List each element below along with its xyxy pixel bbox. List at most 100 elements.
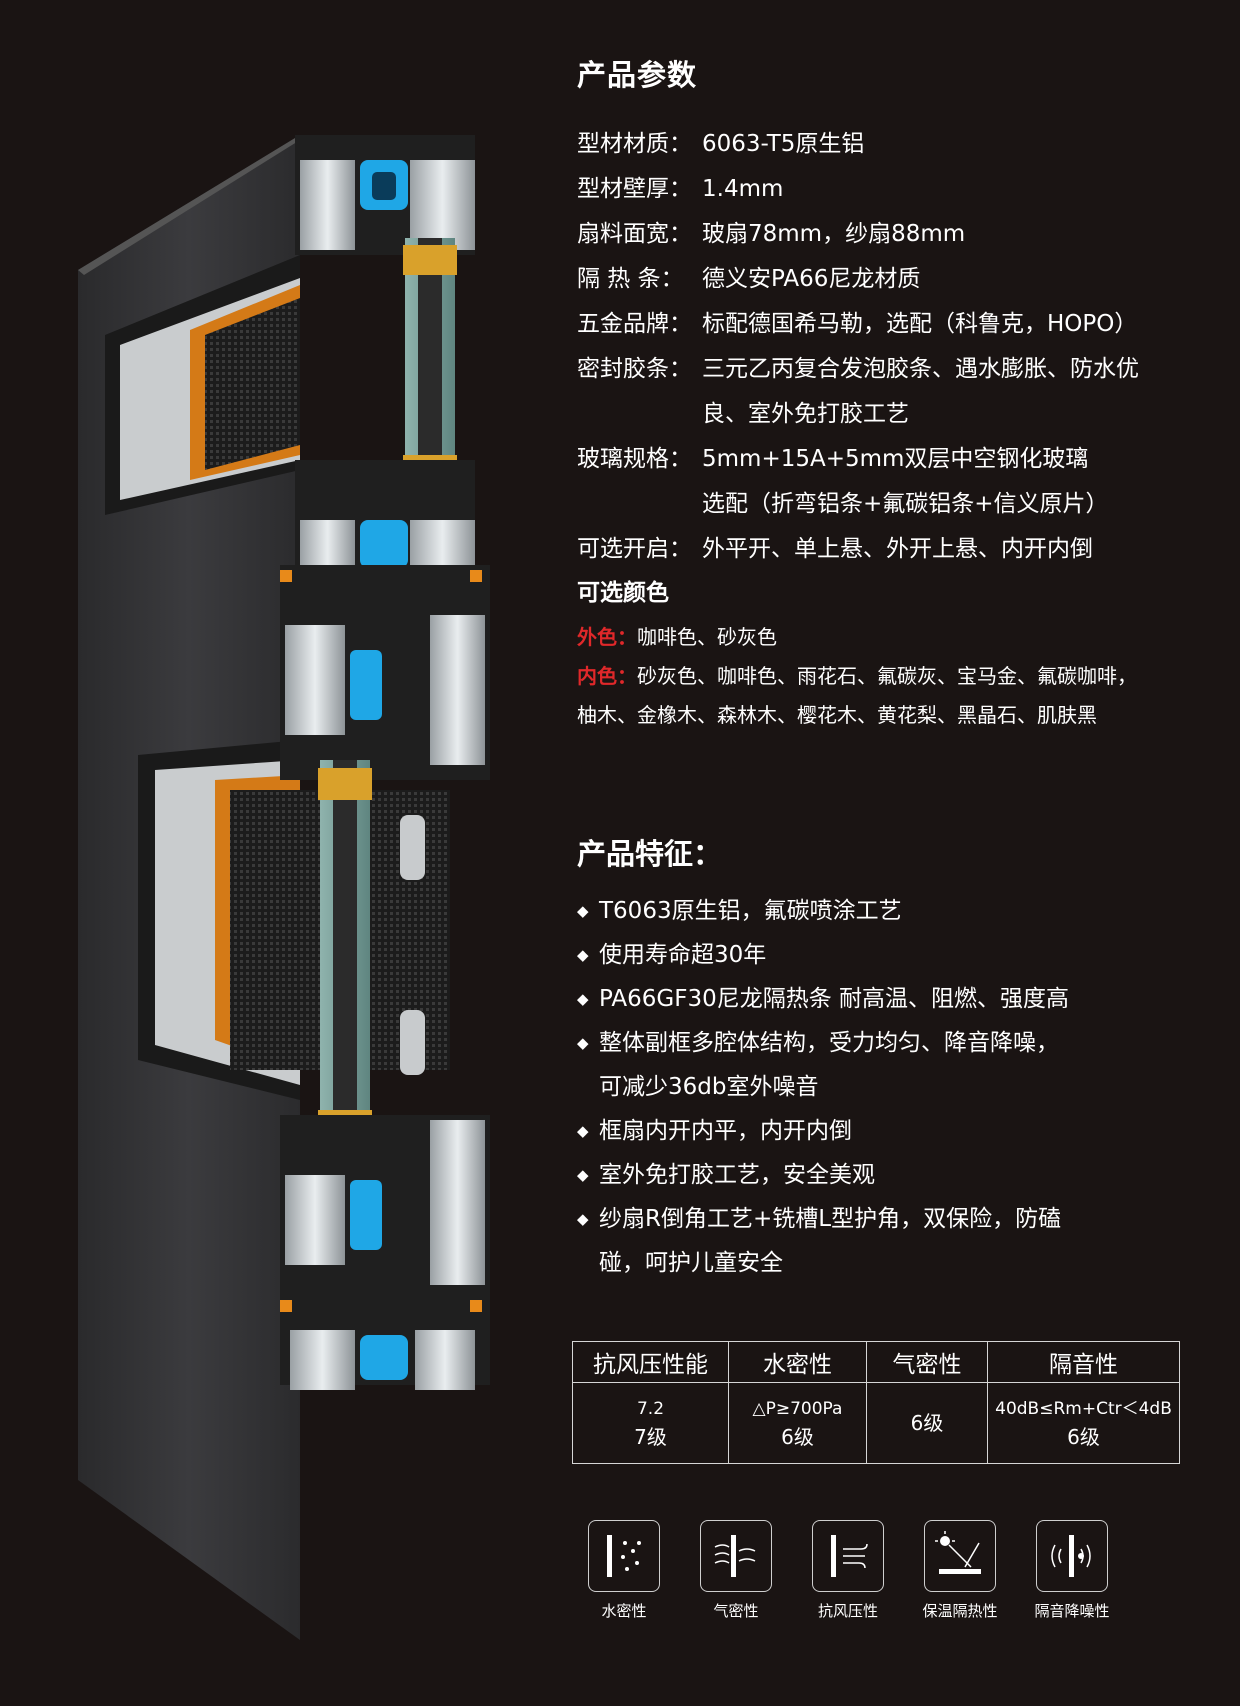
feature-text-cont: 碰，呵护儿童安全 [599, 1250, 783, 1276]
header-sound-insulation: 隔音性 [987, 1341, 1180, 1383]
icon-item: 气密性 [680, 1520, 792, 1621]
feature-text-cont: 可减少36db室外噪音 [599, 1074, 819, 1100]
icon-label: 隔音降噪性 [1034, 1602, 1110, 1620]
params-list: 型材材质： 6063-T5原生铝 型材壁厚： 1.4mm 扇料面宽： 玻扇78mm，纱… [577, 122, 1217, 572]
bullet-icon: ◆ [577, 1166, 589, 1184]
param-value: 标配德国希马勒，选配（科鲁克，HOPO） [702, 302, 1217, 347]
cell-value: △P≥700Pa [752, 1399, 843, 1419]
cell-grade: 6级 [1067, 1425, 1100, 1449]
heat-insulation-icon [924, 1520, 996, 1592]
colors-title: 可选颜色 [577, 580, 669, 606]
param-value-line: 1.4mm [702, 176, 784, 202]
feature-item: ◆ 室外免打胶工艺，安全美观 [577, 1153, 1217, 1197]
param-value-line: 德义安PA66尼龙材质 [702, 266, 921, 292]
outer-color-values: 咖啡色、砂灰色 [637, 625, 777, 649]
param-row: 扇料面宽： 玻扇78mm，纱扇88mm [577, 212, 1217, 257]
param-value-line: 外平开、单上悬、外开上悬、内开内倒 [702, 536, 1093, 562]
header-wind-pressure: 抗风压性能 [572, 1341, 729, 1383]
outer-color-label: 外色： [577, 625, 637, 649]
icon-label: 水密性 [601, 1602, 647, 1620]
performance-icons: 水密性 气密性 抗风压性 保温隔热性 隔音降噪性 [568, 1520, 1128, 1621]
feature-text: T6063原生铝，氟碳喷涂工艺 [599, 898, 902, 924]
feature-item: ◆ 整体副框多腔体结构，受力均匀、降音降噪， 可减少36db室外噪音 [577, 1021, 1217, 1109]
param-value: 1.4mm [702, 167, 1217, 212]
feature-item: ◆ 框扇内开内平，内开内倒 [577, 1109, 1217, 1153]
feature-text: 室外免打胶工艺，安全美观 [599, 1162, 875, 1188]
bullet-icon: ◆ [577, 902, 589, 920]
param-key: 密封胶条： [577, 356, 692, 382]
inner-color-label: 内色： [577, 664, 637, 688]
feature-item: ◆ PA66GF30尼龙隔热条 耐高温、阻燃、强度高 [577, 977, 1217, 1021]
window-profile-illustration [0, 0, 570, 1702]
params-title: 产品参数 [577, 58, 698, 92]
cell-value: 40dB≤Rm+Ctr＜4dB [995, 1399, 1172, 1419]
air-tight-icon [700, 1520, 772, 1592]
param-value: 5mm+15A+5mm双层中空钢化玻璃选配（折弯铝条+氟碳铝条+信义原片） [702, 437, 1217, 527]
sound-insulation-icon [1036, 1520, 1108, 1592]
table-header-row: 抗风压性能 水密性 气密性 隔音性 [572, 1341, 1180, 1383]
param-value-line: 选配（折弯铝条+氟碳铝条+信义原片） [702, 491, 1109, 517]
param-value-line: 玻扇78mm，纱扇88mm [702, 221, 966, 247]
param-row: 密封胶条： 三元乙丙复合发泡胶条、遇水膨胀、防水优良、室外免打胶工艺 [577, 347, 1217, 437]
param-key: 型材材质： [577, 131, 692, 157]
param-key: 隔 热 条： [577, 266, 684, 292]
param-key: 五金品牌： [577, 311, 692, 337]
param-row: 五金品牌： 标配德国希马勒，选配（科鲁克，HOPO） [577, 302, 1217, 347]
feature-item: ◆ 纱扇R倒角工艺+铣槽L型护角，双保险，防磕碰，呵护儿童安全 [577, 1197, 1217, 1285]
bullet-icon: ◆ [577, 1210, 589, 1228]
bullet-icon: ◆ [577, 946, 589, 964]
param-row: 可选开启： 外平开、单上悬、外开上悬、内开内倒 [577, 527, 1217, 572]
param-key: 扇料面宽： [577, 221, 692, 247]
cell-water-tightness: △P≥700Pa 6级 [728, 1382, 867, 1464]
inner-colors-cont: 柚木、金橡木、森林木、樱花木、黄花梨、黑晶石、肌肤黑 [577, 703, 1097, 727]
bullet-icon: ◆ [577, 1122, 589, 1140]
icon-label: 抗风压性 [817, 1602, 878, 1620]
param-key: 可选开启： [577, 536, 692, 562]
bullet-icon: ◆ [577, 990, 589, 1008]
param-value-line: 标配德国希马勒，选配（科鲁克，HOPO） [702, 311, 1138, 337]
icon-item: 隔音降噪性 [1016, 1520, 1128, 1621]
icon-item: 抗风压性 [792, 1520, 904, 1621]
icon-item: 水密性 [568, 1520, 680, 1621]
cell-air-tightness: 6级 [866, 1382, 988, 1464]
icon-label: 保温隔热性 [922, 1602, 998, 1620]
param-value-line: 6063-T5原生铝 [702, 131, 865, 157]
param-row: 隔 热 条： 德义安PA66尼龙材质 [577, 257, 1217, 302]
inner-colors: 内色：砂灰色、咖啡色、雨花石、氟碳灰、宝马金、氟碳咖啡， [577, 657, 1217, 696]
icon-label: 气密性 [713, 1602, 759, 1620]
features-list: ◆ T6063原生铝，氟碳喷涂工艺 ◆ 使用寿命超30年 ◆ PA66GF30尼龙隔热… [577, 889, 1217, 1285]
param-value: 6063-T5原生铝 [702, 122, 1217, 167]
param-key: 型材壁厚： [577, 176, 692, 202]
param-row: 型材材质： 6063-T5原生铝 [577, 122, 1217, 167]
cell-grade: 6级 [781, 1425, 814, 1449]
param-row: 玻璃规格： 5mm+15A+5mm双层中空钢化玻璃选配（折弯铝条+氟碳铝条+信义原… [577, 437, 1217, 527]
profile-cross-section-image [78, 135, 490, 1640]
param-value: 德义安PA66尼龙材质 [702, 257, 1217, 302]
bullet-icon: ◆ [577, 1034, 589, 1052]
cell-value: 7.2 [636, 1399, 665, 1419]
feature-text: 使用寿命超30年 [599, 942, 767, 968]
feature-text: 整体副框多腔体结构，受力均匀、降音降噪， [599, 1030, 1059, 1056]
header-air-tightness: 气密性 [866, 1341, 988, 1383]
param-value: 三元乙丙复合发泡胶条、遇水膨胀、防水优良、室外免打胶工艺 [702, 347, 1217, 437]
cell-grade: 7级 [634, 1425, 667, 1449]
outer-colors: 外色：咖啡色、砂灰色 [577, 618, 1217, 657]
wind-pressure-icon [812, 1520, 884, 1592]
product-info-panel: 产品参数 型材材质： 6063-T5原生铝 型材壁厚： 1.4mm 扇料面宽： 玻扇7… [577, 52, 1217, 1285]
cell-sound-insulation: 40dB≤Rm+Ctr＜4dB 6级 [987, 1382, 1180, 1464]
feature-text: 框扇内开内平，内开内倒 [599, 1118, 852, 1144]
icon-item: 保温隔热性 [904, 1520, 1016, 1621]
param-value: 玻扇78mm，纱扇88mm [702, 212, 1217, 257]
feature-item: ◆ 使用寿命超30年 [577, 933, 1217, 977]
param-value-line: 三元乙丙复合发泡胶条、遇水膨胀、防水优 [702, 356, 1139, 382]
features-title: 产品特征： [577, 837, 723, 871]
feature-text: PA66GF30尼龙隔热条 耐高温、阻燃、强度高 [599, 986, 1070, 1012]
feature-item: ◆ T6063原生铝，氟碳喷涂工艺 [577, 889, 1217, 933]
param-row: 型材壁厚： 1.4mm [577, 167, 1217, 212]
param-key: 玻璃规格： [577, 446, 692, 472]
water-tight-icon [588, 1520, 660, 1592]
param-value-line: 5mm+15A+5mm双层中空钢化玻璃 [702, 446, 1089, 472]
feature-text: 纱扇R倒角工艺+铣槽L型护角，双保险，防磕 [599, 1206, 1062, 1232]
